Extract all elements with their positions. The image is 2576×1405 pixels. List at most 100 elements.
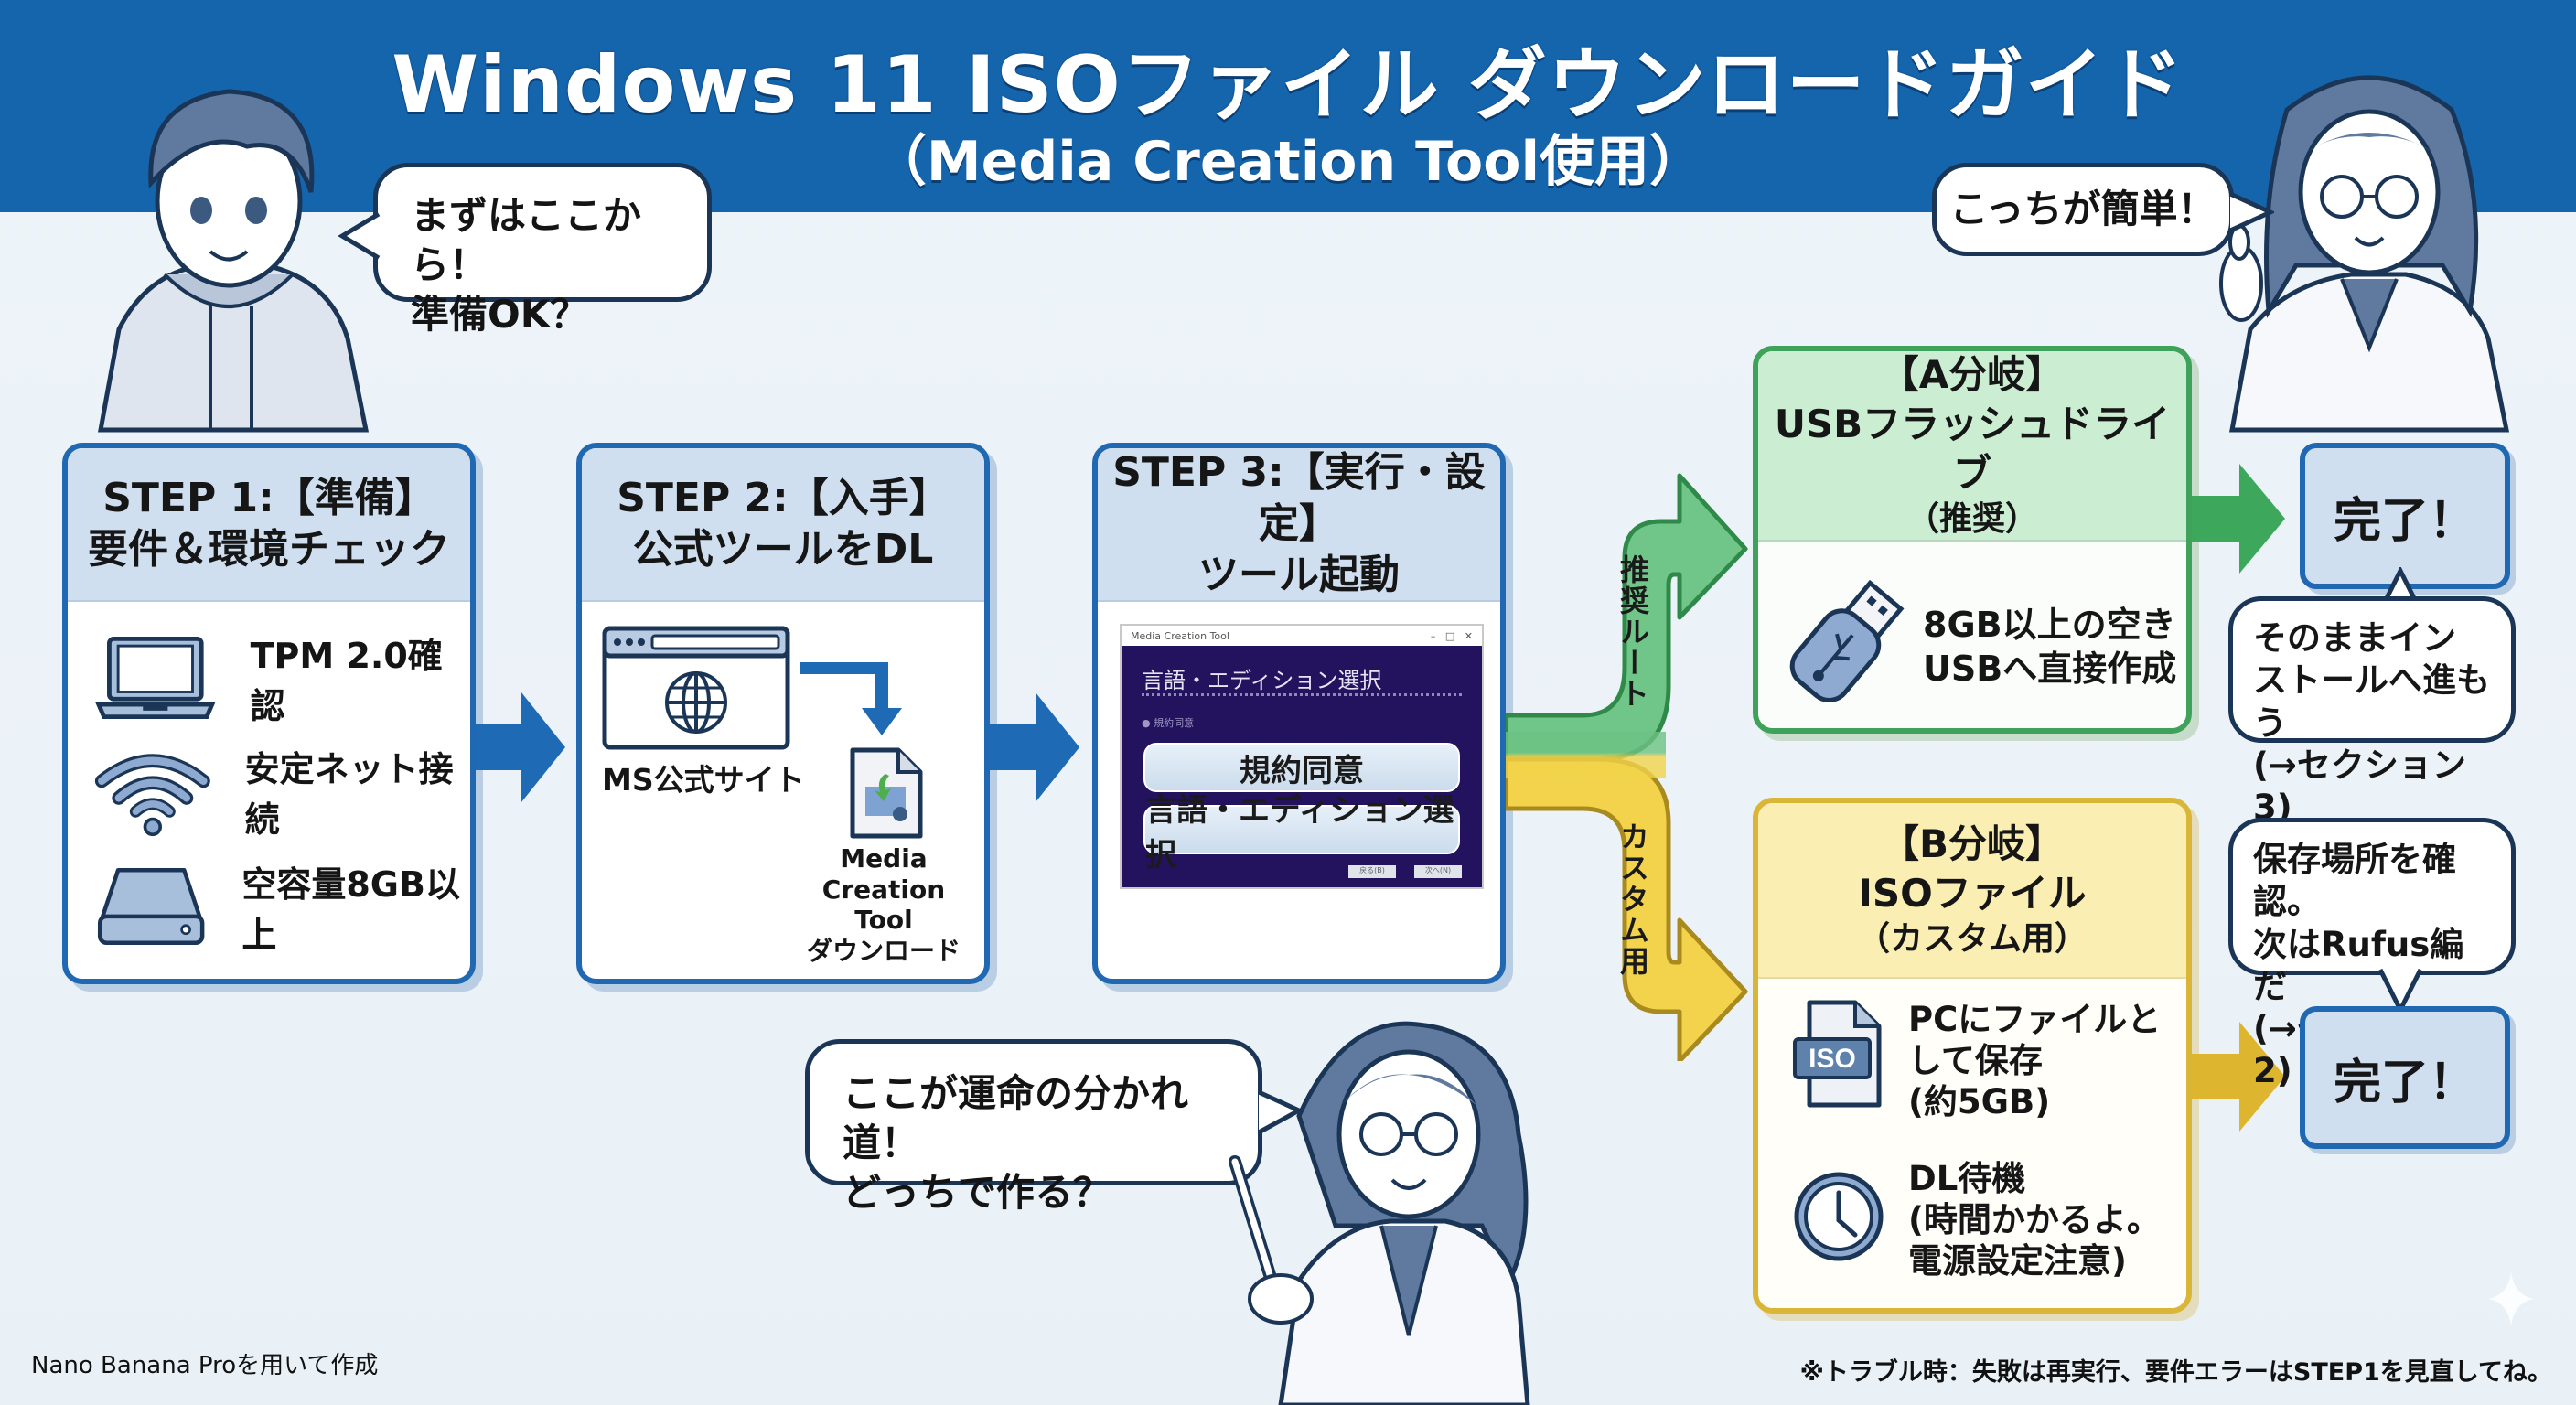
branch-a-title: 【A分岐】 — [1880, 352, 2065, 398]
trouble-note: ※トラブル時：失敗は再実行、要件エラーはSTEP1を見直してね。 — [1799, 1358, 2552, 1387]
branch-a-card: 【A分岐】 USBフラッシュドライブ （推奨） 8GB以上の空き USBへ直接作… — [1753, 346, 2192, 734]
branch-b-note-bubble: 保存場所を確認。 次はRufus編だ (→セクション2) — [2228, 818, 2516, 1090]
flow-arrow-branch-a-to-done — [2192, 464, 2285, 574]
mct-next-button[interactable]: 次へ(N) — [1414, 865, 1462, 878]
branch-b-note-line2: 次はRufus編だ — [2253, 924, 2464, 1006]
ms-official-site-label: MS公式サイト — [602, 762, 805, 798]
iso-file-icon-text: ISO — [1809, 1044, 1856, 1074]
step1-header: STEP 1:【準備】 要件＆環境チェック — [68, 448, 470, 602]
mct-window-heading: 言語・エディション選択 — [1142, 668, 1382, 693]
step1-item-tpm-label: TPM 2.0確認 — [250, 636, 443, 726]
branch-a-item-line1: 8GB以上の空き — [1923, 605, 2176, 645]
step2-header: STEP 2:【入手】 公式ツールをDL — [582, 448, 984, 602]
mct-download-label-line3: ダウンロード — [806, 935, 961, 966]
teacher-top-bubble-tail — [2228, 191, 2274, 233]
boy-bubble-tail — [338, 211, 381, 261]
flow-arrow-step2-to-step3 — [990, 692, 1079, 802]
step3-header: STEP 3:【実行・設定】 ツール起動 — [1098, 448, 1500, 602]
teacher-bottom-bubble-tail — [1257, 1089, 1303, 1135]
branch-a-note-line3: (→セクション3) — [2253, 745, 2466, 827]
step1-item-storage-label: 空容量8GB以上 — [242, 864, 460, 955]
step1-title: STEP 1:【準備】 — [102, 474, 435, 521]
mct-download-label: Media Creation Tool ダウンロード — [783, 843, 984, 966]
branch-a-done-box: 完了！ — [2300, 443, 2510, 589]
sparkle-icon — [2488, 1271, 2534, 1326]
iso-file-icon: ISO — [1793, 1000, 1882, 1108]
branch-a-done-label: 完了！ — [2333, 493, 2476, 549]
mct-language-edition-button[interactable]: 言語・エディション選択 — [1143, 792, 1460, 874]
custom-route-label: カスタム用 — [1615, 821, 1650, 977]
teacher-top-speech-bubble: こっちが簡単！ — [1932, 163, 2234, 256]
step1-subtitle: 要件＆環境チェック — [88, 526, 450, 573]
mct-window-mockup: Media Creation Tool – □ ✕ 言語・エディション選択 ● … — [1120, 624, 1484, 889]
credit-text: Nano Banana Proを用いて作成 — [31, 1352, 379, 1379]
mct-window-titlebar: Media Creation Tool – □ ✕ — [1122, 626, 1482, 646]
branch-b-item1-text: PCにファイルと して保存 (約5GB) — [1908, 999, 2161, 1122]
branch-b-card: 【B分岐】 ISOファイル （カスタム用） ISO PCにファイルと して保存 … — [1753, 798, 2192, 1314]
branch-a-item-text: 8GB以上の空き USBへ直接作成 — [1923, 604, 2176, 691]
branch-b-item1-line1: PCにファイルと — [1908, 1000, 2162, 1039]
page-title: Windows 11 ISOファイル ダウンロードガイド — [392, 39, 2184, 131]
step1-item-tpm: TPM 2.0確認 — [93, 627, 470, 728]
mct-window-title: Media Creation Tool — [1131, 629, 1229, 642]
step2-subtitle: 公式ツールをDL — [632, 526, 934, 573]
clock-icon — [1794, 1172, 1884, 1261]
step2-title: STEP 2:【入手】 — [617, 474, 950, 521]
step1-card: STEP 1:【準備】 要件＆環境チェック TPM 2.0確認 安定ネット接続 — [62, 443, 476, 984]
branch-b-done-label: 完了！ — [2333, 1055, 2476, 1110]
branch-a-note-bubble: そのままイン ストールへ進もう (→セクション3) — [2228, 596, 2516, 827]
boy-speech-bubble: まずはここから！ 準備OK？ — [373, 163, 712, 337]
teacher-bottom-speech-bubble: ここが運命の分かれ道！ どっちで作る？ — [805, 1039, 1262, 1215]
mct-download-label-line1: Media Creation — [821, 843, 946, 905]
branch-route-arrows — [1506, 473, 1748, 1061]
branch-b-item1-line3: (約5GB) — [1908, 1082, 2051, 1122]
branch-b-item2-line1: DL待機 — [1908, 1159, 2026, 1198]
branch-a-body: 8GB以上の空き USBへ直接作成 — [1758, 542, 2186, 728]
mct-radio-label: 規約同意 — [1154, 717, 1195, 729]
branch-b-item2-line2: (時間かかるよ。 — [1908, 1200, 2161, 1240]
boy-speech-line1: まずはここから！ — [411, 193, 642, 287]
branch-b-item1-line2: して保存 — [1908, 1041, 2043, 1081]
recommended-route-label: 推奨ルート — [1615, 554, 1650, 710]
branch-b-done-box: 完了！ — [2300, 1006, 2510, 1149]
branch-a-subtitle: USBフラッシュドライブ — [1774, 402, 2171, 496]
window-controls-icon: – □ ✕ — [1430, 629, 1473, 642]
branch-b-tag: （カスタム用） — [1856, 919, 2088, 958]
step3-title: STEP 3:【実行・設定】 — [1112, 448, 1486, 547]
branch-b-item2-line3: 電源設定注意) — [1908, 1241, 2127, 1282]
branch-a-note-line1: そのままイン — [2253, 618, 2456, 658]
step2-card: STEP 2:【入手】 公式ツールをDL MS公式サイト Media Creat… — [576, 443, 990, 984]
branch-a-tag: （推奨） — [1905, 499, 2038, 538]
branch-a-header: 【A分岐】 USBフラッシュドライブ （推奨） — [1758, 351, 2186, 542]
teacher-pointing-illustration — [1229, 1021, 1530, 1405]
flow-arrow-branch-b-to-done — [2192, 1022, 2285, 1132]
step1-item-network-label: 安定ネット接続 — [244, 749, 454, 840]
branch-b-title: 【B分岐】 — [1880, 821, 2064, 867]
teacher-bottom-speech-line2: どっちで作る？ — [843, 1169, 1112, 1215]
teacher-thumbs-up-illustration — [2219, 75, 2510, 433]
teacher-top-speech-text: こっちが簡単！ — [1949, 187, 2216, 232]
step3-subtitle: ツール起動 — [1198, 552, 1400, 599]
browser-globe-icon — [602, 626, 790, 750]
step1-item-storage: 空容量8GB以上 — [93, 856, 470, 957]
branch-a-item-line2: USBへ直接作成 — [1923, 648, 2177, 689]
download-arrow-icon — [800, 662, 902, 735]
branch-b-note-line1: 保存場所を確認。 — [2253, 840, 2456, 922]
branch-b-body: ISO PCにファイルと して保存 (約5GB) DL待機 (時間かかるよ。 電… — [1758, 979, 2186, 1308]
mct-back-button[interactable]: 戻る(B) — [1348, 865, 1396, 878]
step3-card: STEP 3:【実行・設定】 ツール起動 Media Creation Tool… — [1092, 443, 1506, 984]
branch-b-subtitle: ISOファイル — [1858, 870, 2087, 916]
mct-radio-option[interactable]: ● 規約同意 — [1142, 717, 1195, 729]
branch-b-header: 【B分岐】 ISOファイル （カスタム用） — [1758, 803, 2186, 979]
custom-route-arrow — [1506, 756, 1748, 1061]
mct-accept-terms-button[interactable]: 規約同意 — [1143, 743, 1460, 792]
flow-arrow-step1-to-step2 — [476, 692, 565, 802]
page-subtitle: （Media Creation Tool使用） — [871, 130, 1705, 194]
wifi-icon — [94, 754, 210, 837]
branch-b-item2-text: DL待機 (時間かかるよ。 電源設定注意) — [1908, 1158, 2161, 1282]
mct-description-text — [1142, 693, 1462, 706]
boy-speech-line2: 準備OK？ — [411, 291, 589, 337]
branch-a-note-line2: ストールへ進もう — [2253, 660, 2490, 743]
mct-download-label-line2: Tool — [854, 905, 913, 936]
media-creation-tool-file-icon — [850, 747, 923, 839]
